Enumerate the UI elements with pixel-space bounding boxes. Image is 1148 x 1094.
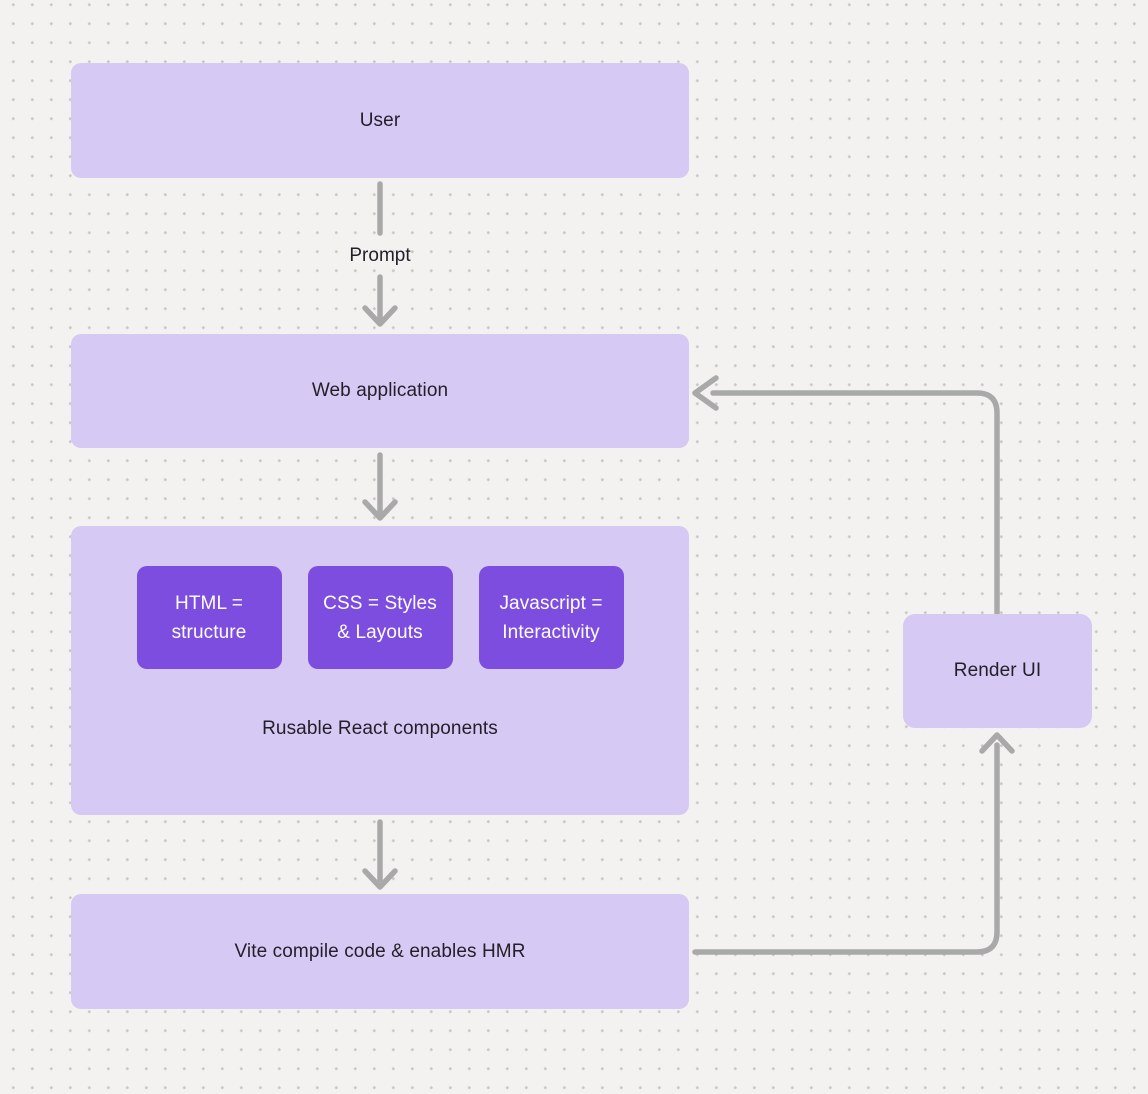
arrowhead-down-vite <box>362 868 398 890</box>
arrow-renderui-to-webapp <box>710 390 1000 617</box>
node-user-label: User <box>359 109 401 131</box>
node-user[interactable]: User <box>71 63 689 178</box>
node-components-container[interactable]: HTML = structure CSS = Styles & Layouts … <box>71 526 689 815</box>
chip-html[interactable]: HTML = structure <box>136 566 282 669</box>
components-chip-row: HTML = structure CSS = Styles & Layouts … <box>71 566 689 669</box>
arrow-vite-to-renderui <box>692 742 1000 955</box>
arrowhead-down-components <box>362 499 398 521</box>
arrowhead-left-webapp <box>692 375 719 411</box>
node-web-application-label: Web application <box>311 380 449 401</box>
node-vite[interactable]: Vite compile code & enables HMR <box>71 894 689 1009</box>
edge-label-prompt: Prompt <box>349 245 411 266</box>
chip-html-label: HTML = structure <box>171 592 247 643</box>
chip-css[interactable]: CSS = Styles & Layouts <box>307 566 453 669</box>
arrowhead-down-webapp <box>362 305 398 327</box>
chip-javascript[interactable]: Javascript = Interactivity <box>478 566 624 669</box>
node-web-application[interactable]: Web application <box>71 334 689 448</box>
arrowhead-up-renderui <box>979 732 1015 754</box>
node-render-ui[interactable]: Render UI <box>903 614 1092 728</box>
node-vite-label: Vite compile code & enables HMR <box>234 940 526 962</box>
chip-css-label: CSS = Styles & Layouts <box>323 592 437 643</box>
node-render-ui-label: Render UI <box>953 660 1042 681</box>
chip-javascript-label: Javascript = Interactivity <box>499 592 603 643</box>
components-caption: Rusable React components <box>262 718 498 739</box>
